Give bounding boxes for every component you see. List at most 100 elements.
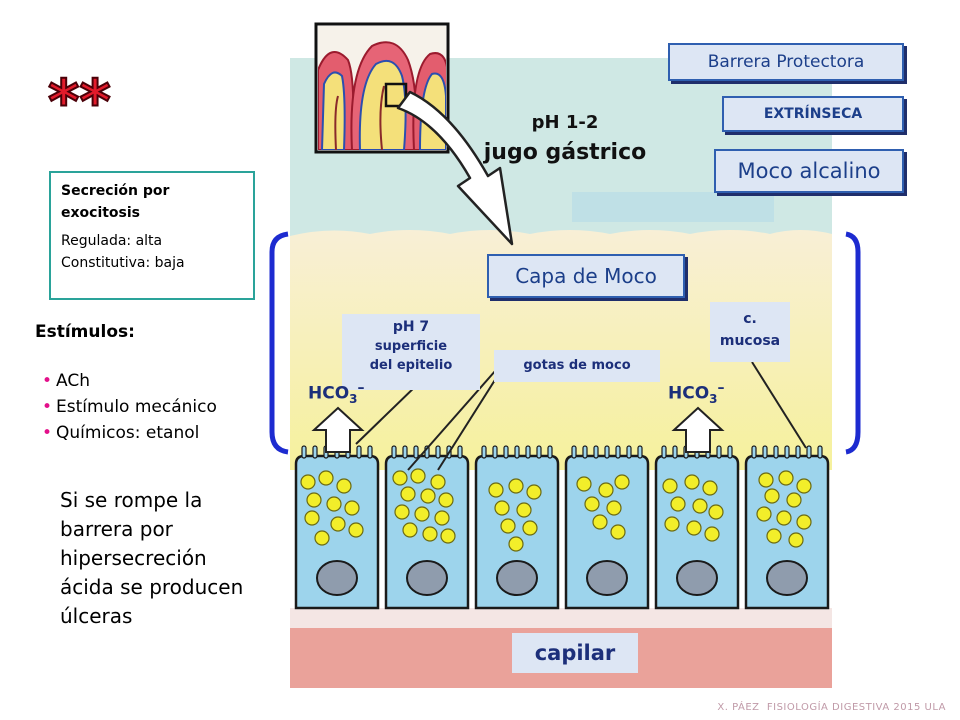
mucus-granule bbox=[306, 492, 322, 508]
mucus-granule bbox=[420, 488, 436, 504]
mucus-granule bbox=[314, 530, 330, 546]
hco3-sub-left: 3 bbox=[349, 392, 358, 407]
mucus-granule bbox=[708, 504, 724, 520]
hco3-sub-right: 3 bbox=[709, 392, 718, 407]
microvillus bbox=[672, 445, 678, 459]
mucus-granule bbox=[786, 492, 802, 508]
mucus-granule bbox=[704, 526, 720, 542]
ph7-line1: superficie bbox=[374, 339, 448, 354]
mucus-granule bbox=[422, 526, 438, 542]
mucus-granule bbox=[778, 470, 794, 486]
hco3-arrow-right bbox=[671, 406, 725, 453]
microvillus bbox=[402, 445, 408, 459]
microvillus bbox=[716, 445, 722, 459]
mucus-granule bbox=[764, 488, 780, 504]
mucus-granule bbox=[508, 536, 524, 552]
hco3-text-right: HCO bbox=[668, 383, 710, 404]
mucus-granule bbox=[606, 500, 622, 516]
mucus-granule bbox=[576, 476, 592, 492]
mucus-granule bbox=[766, 528, 782, 544]
ph7-value: pH 7 bbox=[392, 319, 430, 335]
pointer-cmucosa bbox=[751, 361, 807, 449]
secretion-box: Secreción por exocitosis Regulada: alta … bbox=[49, 171, 255, 300]
secretion-title: Secreción por exocitosis bbox=[61, 183, 170, 221]
microvillus bbox=[626, 445, 632, 459]
mucus-granule bbox=[684, 474, 700, 490]
mucus-granule bbox=[796, 514, 812, 530]
moco-alcalino-label: Moco alcalino bbox=[714, 149, 904, 193]
mucus-granule bbox=[394, 504, 410, 520]
c-mucosa-box: c. mucosa bbox=[710, 302, 790, 362]
mucus-granule bbox=[776, 510, 792, 526]
capilar-label: capilar bbox=[512, 633, 638, 673]
microvillus bbox=[751, 445, 757, 459]
mucus-granule bbox=[434, 510, 450, 526]
mucus-granule bbox=[440, 528, 456, 544]
microvillus bbox=[413, 445, 419, 459]
gotas-box: gotas de moco bbox=[494, 350, 660, 382]
mucus-granule bbox=[402, 522, 418, 538]
microvillus bbox=[784, 445, 790, 459]
mucus-granule bbox=[788, 532, 804, 548]
mucus-granule bbox=[670, 496, 686, 512]
mucus-granule bbox=[500, 518, 516, 534]
mucus-granule bbox=[414, 506, 430, 522]
microvillus bbox=[773, 445, 779, 459]
mucus-granule bbox=[348, 522, 364, 538]
mucus-granule bbox=[410, 468, 426, 484]
cell-nucleus bbox=[676, 560, 718, 596]
microvillus bbox=[367, 445, 373, 459]
mucus-granule bbox=[304, 510, 320, 526]
mucus-granule bbox=[318, 470, 334, 486]
mucus-granule bbox=[488, 482, 504, 498]
hco3-sup-left: – bbox=[357, 380, 365, 396]
hco3-arrow-left bbox=[311, 406, 365, 453]
microvillus bbox=[391, 445, 397, 459]
mucus-granule bbox=[330, 516, 346, 532]
mucus-granule bbox=[584, 496, 600, 512]
mucus-granule bbox=[526, 484, 542, 500]
mucus-granule bbox=[702, 480, 718, 496]
pointer-gotas-1 bbox=[407, 369, 497, 471]
mucus-granule bbox=[494, 500, 510, 516]
lumen-highlight bbox=[572, 192, 774, 222]
mucus-granule bbox=[392, 470, 408, 486]
microvillus bbox=[536, 445, 542, 459]
mucus-granule bbox=[344, 500, 360, 516]
microvillus bbox=[593, 445, 599, 459]
capa-de-moco-label: Capa de Moco bbox=[487, 254, 685, 298]
microvillus bbox=[356, 445, 362, 459]
microvillus bbox=[817, 445, 823, 459]
ph7-line2: del epitelio bbox=[369, 358, 453, 373]
microvillus bbox=[481, 445, 487, 459]
microvillus bbox=[312, 445, 318, 459]
microvillus bbox=[571, 445, 577, 459]
microvillus bbox=[727, 445, 733, 459]
bracket-left bbox=[269, 231, 289, 455]
microvillus bbox=[514, 445, 520, 459]
pointer-ph7 bbox=[355, 381, 421, 445]
cell-nucleus bbox=[316, 560, 358, 596]
mucus-granule bbox=[662, 478, 678, 494]
microvillus bbox=[547, 445, 553, 459]
gastric-ph: pH 1-2 bbox=[531, 112, 599, 133]
secretion-regulated: Regulada: alta bbox=[61, 233, 163, 249]
mucus-granule bbox=[758, 472, 774, 488]
mucus-granule bbox=[664, 516, 680, 532]
stimulus-item: ACh bbox=[42, 368, 217, 394]
epithelial-cells bbox=[294, 445, 830, 610]
pointer-gotas-2 bbox=[437, 371, 501, 471]
mucus-granule bbox=[300, 474, 316, 490]
microvillus bbox=[795, 445, 801, 459]
barrera-protectora-label: Barrera Protectora bbox=[668, 43, 904, 81]
gastric-juice: jugo gástrico bbox=[483, 140, 647, 165]
microvillus bbox=[661, 445, 667, 459]
mucus-granule bbox=[692, 498, 708, 514]
microvillus bbox=[457, 445, 463, 459]
microvillus bbox=[582, 445, 588, 459]
microvillus bbox=[503, 445, 509, 459]
gastric-folds-thumbnail bbox=[314, 22, 450, 154]
microvillus bbox=[615, 445, 621, 459]
mucus-granule bbox=[522, 520, 538, 536]
mucus-granule bbox=[400, 486, 416, 502]
